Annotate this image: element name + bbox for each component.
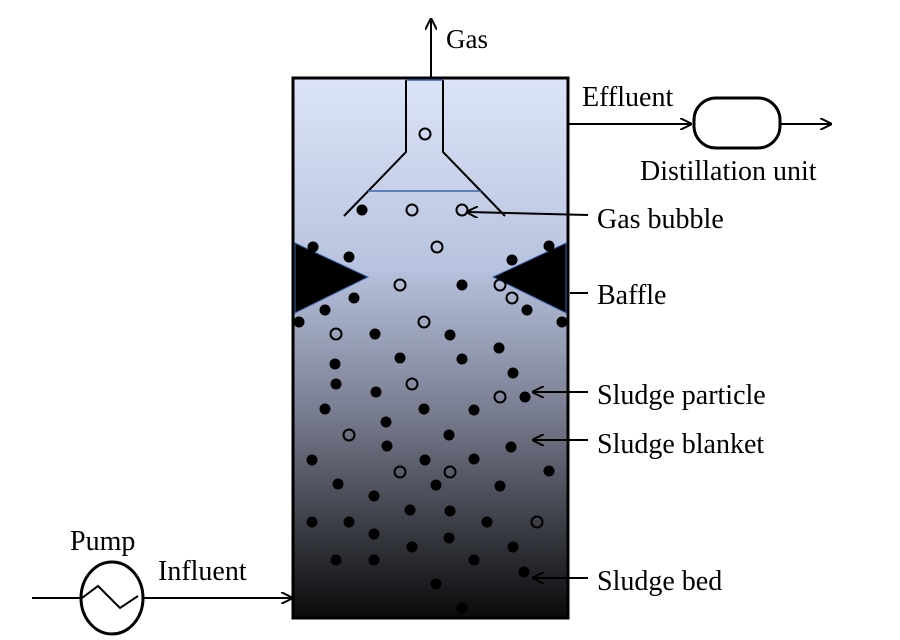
- sludge-particle: [506, 254, 518, 266]
- sludge-particle: [343, 516, 355, 528]
- sludge-particle: [481, 516, 493, 528]
- sludge-particle: [518, 566, 530, 578]
- sludge-particle: [368, 490, 380, 502]
- sludge-particle: [368, 554, 380, 566]
- sludge-particle: [404, 504, 416, 516]
- sludge-particle: [307, 241, 319, 253]
- gas-hood-right: [442, 80, 506, 217]
- sludge-particle: [368, 528, 380, 540]
- sludge-particle: [419, 454, 431, 466]
- sludge-particle: [456, 279, 468, 291]
- sludge-particle: [443, 532, 455, 544]
- gas-bubble: [393, 278, 407, 292]
- sludge-particle: [369, 328, 381, 340]
- particles-group: [293, 127, 568, 614]
- sludge-particle: [381, 440, 393, 452]
- gas-bubble: [418, 127, 432, 141]
- sludge-particle: [543, 465, 555, 477]
- sludge-particle-label: Sludge particle: [597, 380, 766, 411]
- reactor-vessel: [291, 76, 570, 620]
- effluent-label: Effluent: [582, 82, 674, 113]
- sludge-particle: [556, 316, 568, 328]
- gas-bubble: [530, 515, 544, 529]
- sludge-particle: [456, 353, 468, 365]
- sludge-particle: [348, 292, 360, 304]
- baffle-right: [491, 242, 567, 314]
- sludge-particle: [507, 367, 519, 379]
- sludge-particle: [329, 358, 341, 370]
- distillation-unit-label: Distillation unit: [640, 156, 817, 187]
- sludge-particle: [444, 505, 456, 517]
- sludge-particle: [319, 304, 331, 316]
- sludge-particle: [330, 378, 342, 390]
- sludge-particle: [444, 329, 456, 341]
- influent-label: Influent: [158, 556, 247, 587]
- sludge-particle: [330, 554, 342, 566]
- gas-bubble: [493, 390, 507, 404]
- sludge-particle: [505, 441, 517, 453]
- gas-bubble: [405, 377, 419, 391]
- sludge-particle: [494, 480, 506, 492]
- sludge-particle: [468, 453, 480, 465]
- pump-label: Pump: [70, 526, 136, 557]
- sludge-blanket-label: Sludge blanket: [597, 429, 765, 460]
- gas-bubble: [342, 428, 356, 442]
- sludge-particle: [319, 403, 331, 415]
- sludge-particle: [370, 386, 382, 398]
- gas-bubble: [405, 203, 419, 217]
- gas-bubble-pointer: [468, 212, 589, 215]
- baffle-label: Baffle: [597, 280, 667, 311]
- gas-hood-left: [343, 80, 407, 217]
- gas-label: Gas: [446, 24, 488, 54]
- sludge-particle: [543, 240, 555, 252]
- sludge-particle: [380, 416, 392, 428]
- sludge-particle: [406, 541, 418, 553]
- sludge-particle: [493, 342, 505, 354]
- sludge-particle: [507, 541, 519, 553]
- sludge-particle: [418, 403, 430, 415]
- sludge-particle: [394, 352, 406, 364]
- sludge-particle: [468, 554, 480, 566]
- sludge-particle: [356, 204, 368, 216]
- sludge-particle: [430, 578, 442, 590]
- sludge-particle: [306, 454, 318, 466]
- sludge-particle: [306, 516, 318, 528]
- pump-zigzag: [81, 584, 139, 610]
- distillation-unit-box: [692, 96, 782, 150]
- sludge-particle: [521, 304, 533, 316]
- sludge-particle: [430, 479, 442, 491]
- sludge-particle: [456, 602, 468, 614]
- gas-bubble: [455, 203, 469, 217]
- sludge-particle: [293, 316, 305, 328]
- sludge-particle: [519, 391, 531, 403]
- gas-bubble: [417, 315, 431, 329]
- sludge-bed-label: Sludge bed: [597, 566, 723, 597]
- gas-bubble: [393, 465, 407, 479]
- gas-bubble: [493, 278, 507, 292]
- sludge-particle: [343, 251, 355, 263]
- gas-bubble: [329, 327, 343, 341]
- baffle-left: [294, 242, 370, 314]
- gas-bubble: [443, 465, 457, 479]
- gas-bubble-label: Gas bubble: [597, 204, 724, 235]
- sludge-particle: [443, 429, 455, 441]
- gas-bubble: [430, 240, 444, 254]
- sludge-particle: [468, 404, 480, 416]
- gas-bubble: [505, 291, 519, 305]
- sludge-particle: [332, 478, 344, 490]
